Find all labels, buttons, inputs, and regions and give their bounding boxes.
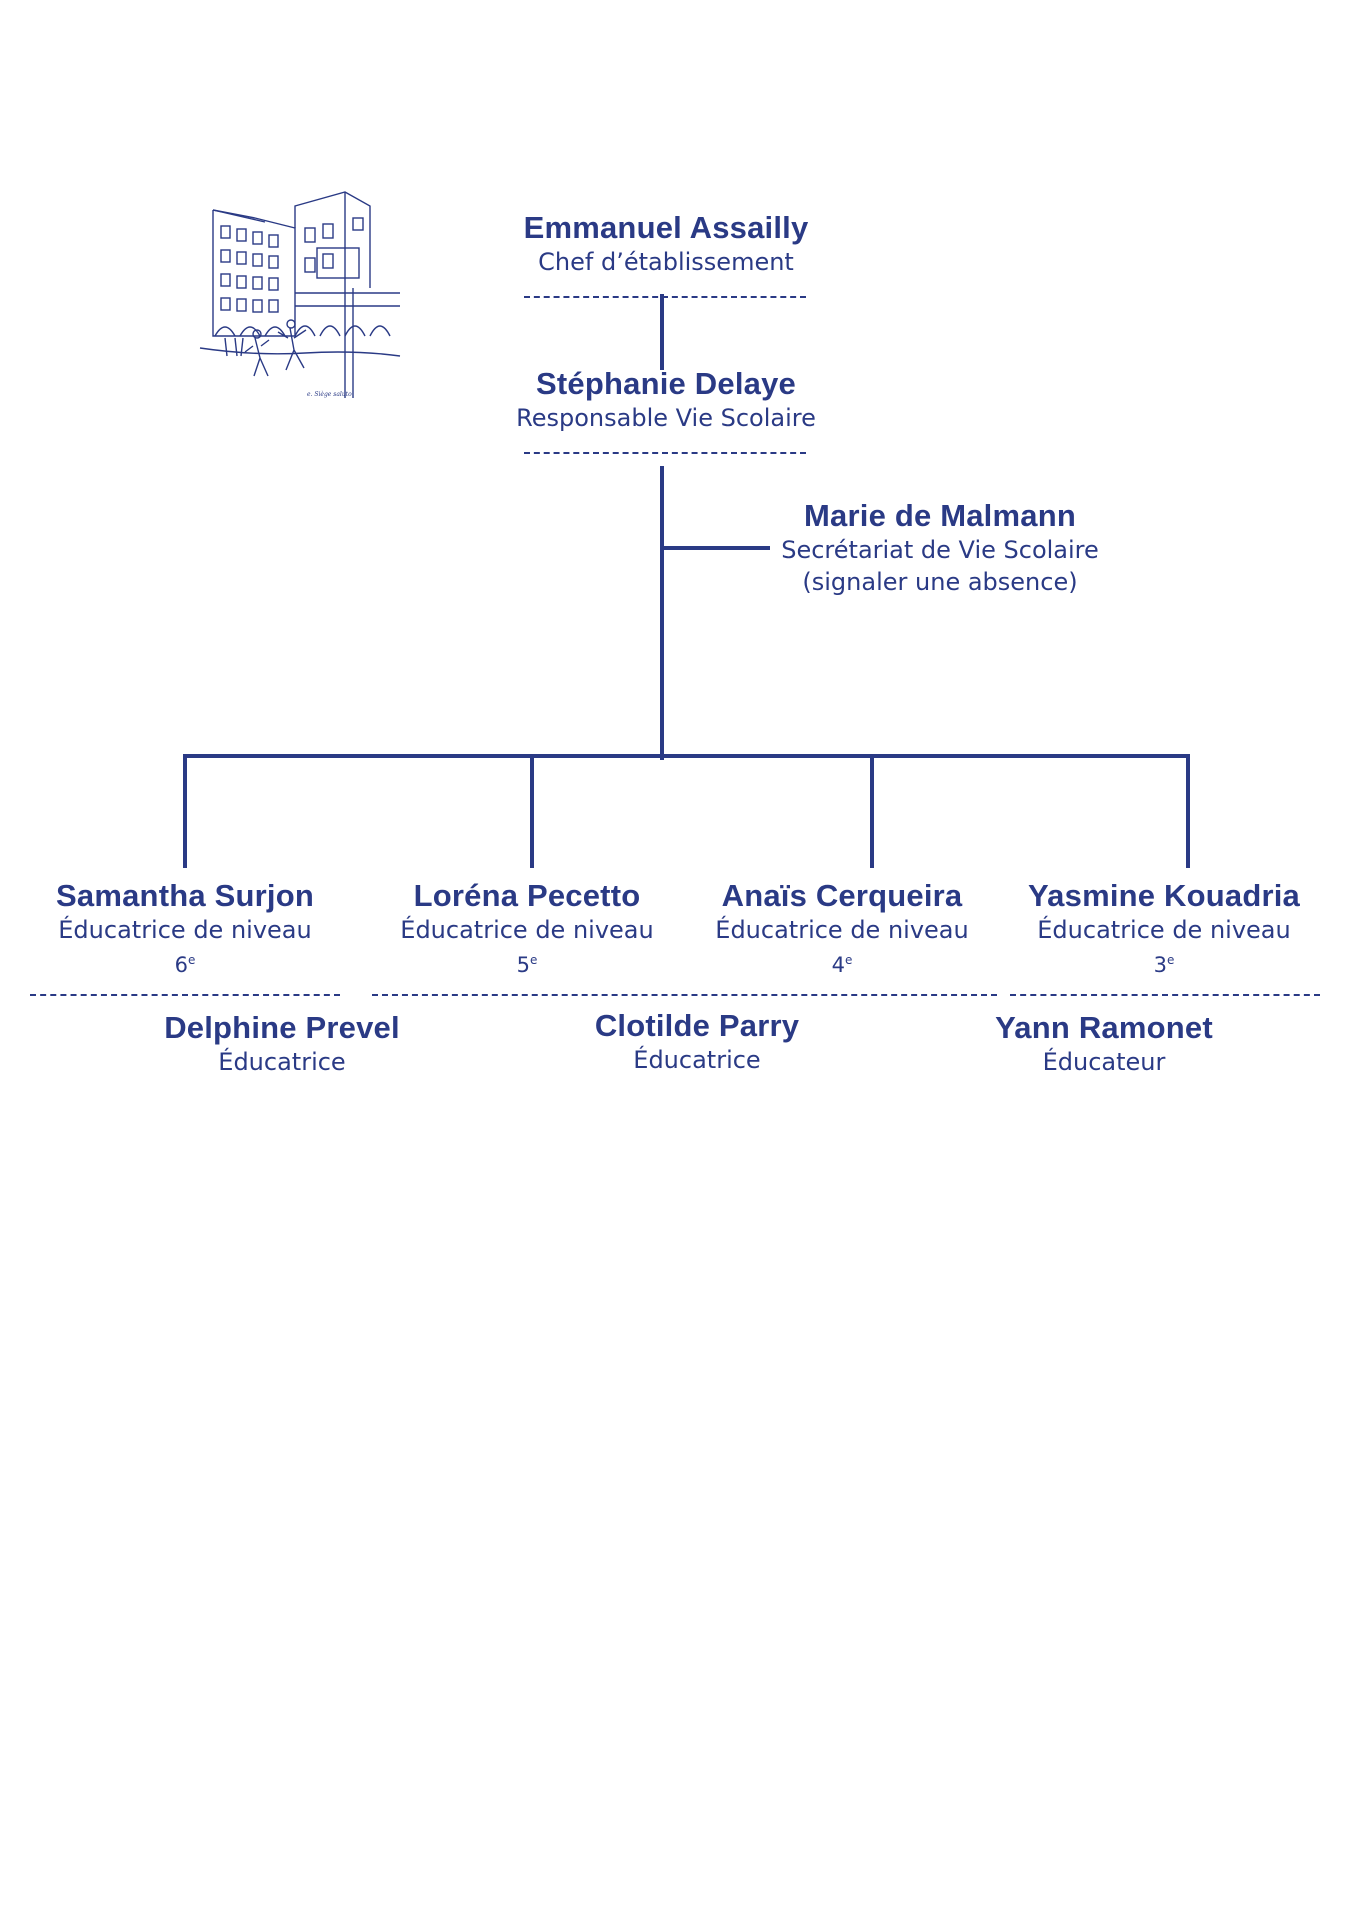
school-building-sketch-icon: e. Siège saluto	[199, 191, 401, 398]
illustration-signature: e. Siège saluto	[307, 391, 352, 398]
educator-level-name: Yasmine Kouadria	[1028, 878, 1300, 913]
dashed-separator	[524, 452, 806, 454]
educator-level-name: Samantha Surjon	[56, 878, 314, 913]
node-manager: Stéphanie Delaye Responsable Vie Scolair…	[516, 366, 816, 434]
dashed-separator	[30, 994, 340, 996]
node-head: Emmanuel Assailly Chef d’établissement	[524, 210, 809, 278]
head-role: Chef d’établissement	[538, 248, 794, 276]
educator-level-grade: 4e	[831, 953, 853, 977]
educator-level-role: Éducatrice de niveau	[400, 916, 654, 944]
educator-level-grade: 5e	[516, 953, 538, 977]
educator-level-grade: 3e	[1153, 953, 1175, 977]
manager-role: Responsable Vie Scolaire	[516, 404, 816, 432]
node-educator: Clotilde Parry Éducatrice	[595, 1008, 799, 1076]
educator-level-name: Loréna Pecetto	[413, 878, 641, 913]
educator-name: Clotilde Parry	[594, 1008, 800, 1043]
educator-level-grade: 6e	[174, 953, 196, 977]
node-level-educator: Yasmine Kouadria Éducatrice de niveau 3e	[1028, 878, 1300, 979]
secretary-name: Marie de Malmann	[804, 498, 1076, 533]
dashed-separator	[524, 296, 806, 298]
educator-level-role: Éducatrice de niveau	[1037, 916, 1291, 944]
node-educator: Delphine Prevel Éducatrice	[164, 1010, 400, 1078]
node-level-educator: Loréna Pecetto Éducatrice de niveau 5e	[400, 878, 653, 979]
educator-level-role: Éducatrice de niveau	[715, 916, 969, 944]
dashed-separator	[372, 994, 997, 996]
educator-role: Éducatrice	[633, 1046, 761, 1074]
dashed-separator	[1010, 994, 1320, 996]
educator-role: Éducatrice	[218, 1048, 346, 1076]
secretary-role: Secrétariat de Vie Scolaire	[781, 536, 1099, 564]
educator-level-role: Éducatrice de niveau	[58, 916, 312, 944]
manager-name: Stéphanie Delaye	[536, 366, 796, 401]
secretary-note: (signaler une absence)	[802, 568, 1078, 596]
node-level-educator: Samantha Surjon Éducatrice de niveau 6e	[56, 878, 314, 979]
head-name: Emmanuel Assailly	[523, 210, 809, 245]
node-secretary: Marie de Malmann Secrétariat de Vie Scol…	[781, 498, 1099, 598]
node-educator: Yann Ramonet Éducateur	[995, 1010, 1213, 1078]
educator-role: Éducateur	[1042, 1048, 1166, 1076]
educator-level-name: Anaïs Cerqueira	[721, 878, 963, 913]
educator-name: Delphine Prevel	[164, 1010, 400, 1045]
educator-name: Yann Ramonet	[995, 1010, 1213, 1045]
node-level-educator: Anaïs Cerqueira Éducatrice de niveau 4e	[715, 878, 968, 979]
